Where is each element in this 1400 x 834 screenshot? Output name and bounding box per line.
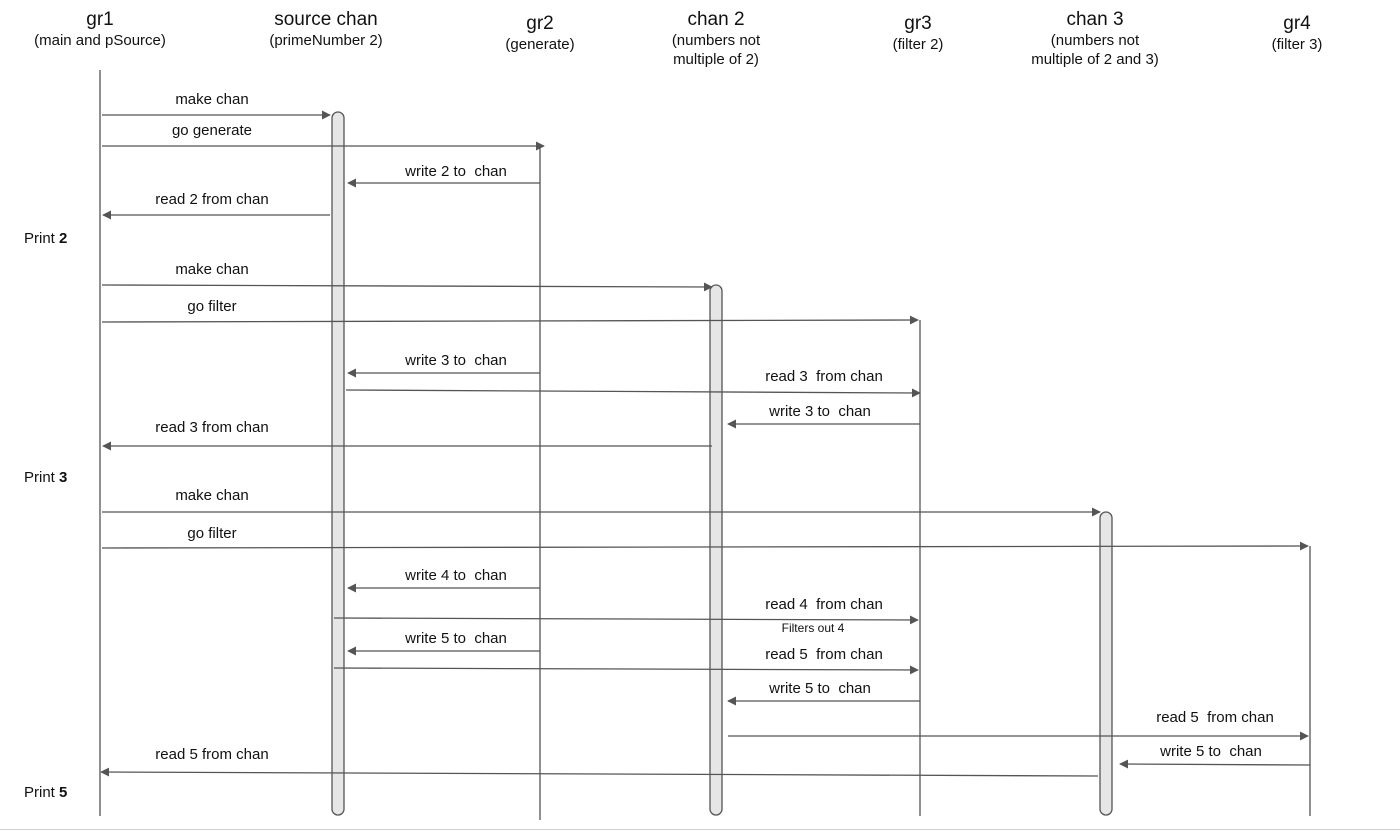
participant-subtitle: (numbers not multiple of 2 and 3) xyxy=(1031,31,1159,68)
message-label: go filter xyxy=(187,298,237,315)
message-arrow xyxy=(100,767,1099,777)
message-label: read 4 from chan xyxy=(765,596,883,613)
participant-chan-2: chan 2 (numbers not multiple of 2) xyxy=(672,8,760,69)
print-prefix: Print xyxy=(24,469,60,486)
participant-subtitle: (filter 3) xyxy=(1271,35,1323,53)
message-label: write 2 to chan xyxy=(405,163,507,180)
bottom-border xyxy=(0,829,1400,830)
annotation-filters-out: Filters out 4 xyxy=(781,621,845,635)
channel-bar-source xyxy=(331,111,345,816)
print-value: 3 xyxy=(59,469,68,486)
print-prefix: Print xyxy=(24,784,60,801)
participant-title: source chan xyxy=(274,9,378,30)
message-label: go filter xyxy=(187,525,237,542)
message-arrow xyxy=(345,388,921,398)
participant-subtitle: (generate) xyxy=(505,35,575,53)
participant-subtitle: (numbers not multiple of 2) xyxy=(671,31,761,68)
channel-bar-chan-2 xyxy=(709,284,723,816)
message-label: write 4 to chan xyxy=(405,567,507,584)
print-value: 5 xyxy=(59,784,68,801)
participant-subtitle: (primeNumber 2) xyxy=(269,31,383,49)
participant-gr2: gr2 (generate) xyxy=(505,12,574,55)
message-arrow xyxy=(333,665,919,675)
message-label: write 3 to chan xyxy=(405,352,507,369)
participant-subtitle: (main and pSource) xyxy=(34,31,166,49)
message-label: make chan xyxy=(175,91,249,108)
message-label: make chan xyxy=(175,487,249,504)
participant-title: gr4 xyxy=(1283,13,1311,34)
message-label: read 2 from chan xyxy=(155,191,269,208)
participant-gr3: gr3 (filter 2) xyxy=(893,12,944,55)
print-statement: Print 3 xyxy=(24,469,67,486)
message-arrow xyxy=(101,541,1309,551)
message-label: go generate xyxy=(171,122,253,139)
participant-subtitle: (filter 2) xyxy=(892,35,944,53)
message-label: make chan xyxy=(175,261,249,278)
message-label: write 5 to chan xyxy=(769,680,871,697)
message-label: read 3 from chan xyxy=(155,419,269,436)
channel-bar-chan-3 xyxy=(1099,511,1113,816)
participant-gr4: gr4 (filter 3) xyxy=(1272,12,1323,55)
message-label: read 5 from chan xyxy=(765,646,883,663)
print-prefix: Print xyxy=(24,230,60,247)
message-label: write 3 to chan xyxy=(769,403,871,420)
message-label: read 5 from chan xyxy=(155,746,269,763)
print-value: 2 xyxy=(59,230,68,247)
participant-title: gr2 xyxy=(526,13,554,34)
participant-title: chan 2 xyxy=(687,9,745,30)
message-arrow xyxy=(101,315,919,325)
message-arrow xyxy=(333,615,919,625)
print-statement: Print 5 xyxy=(24,784,67,801)
participant-chan-3: chan 3 (numbers not multiple of 2 and 3) xyxy=(1031,8,1159,69)
participant-title: chan 3 xyxy=(1066,9,1124,30)
message-label: write 5 to chan xyxy=(405,630,507,647)
message-label: read 3 from chan xyxy=(765,368,883,385)
message-label: write 5 to chan xyxy=(1160,743,1262,760)
participant-title: gr1 xyxy=(86,9,114,30)
message-arrow xyxy=(1119,759,1311,769)
message-arrow xyxy=(101,282,713,292)
participant-gr1: gr1 (main and pSource) xyxy=(34,8,166,51)
print-statement: Print 2 xyxy=(24,230,67,247)
message-label: read 5 from chan xyxy=(1156,709,1274,726)
participant-title: gr3 xyxy=(904,13,932,34)
participant-source-chan: source chan (primeNumber 2) xyxy=(269,8,382,51)
